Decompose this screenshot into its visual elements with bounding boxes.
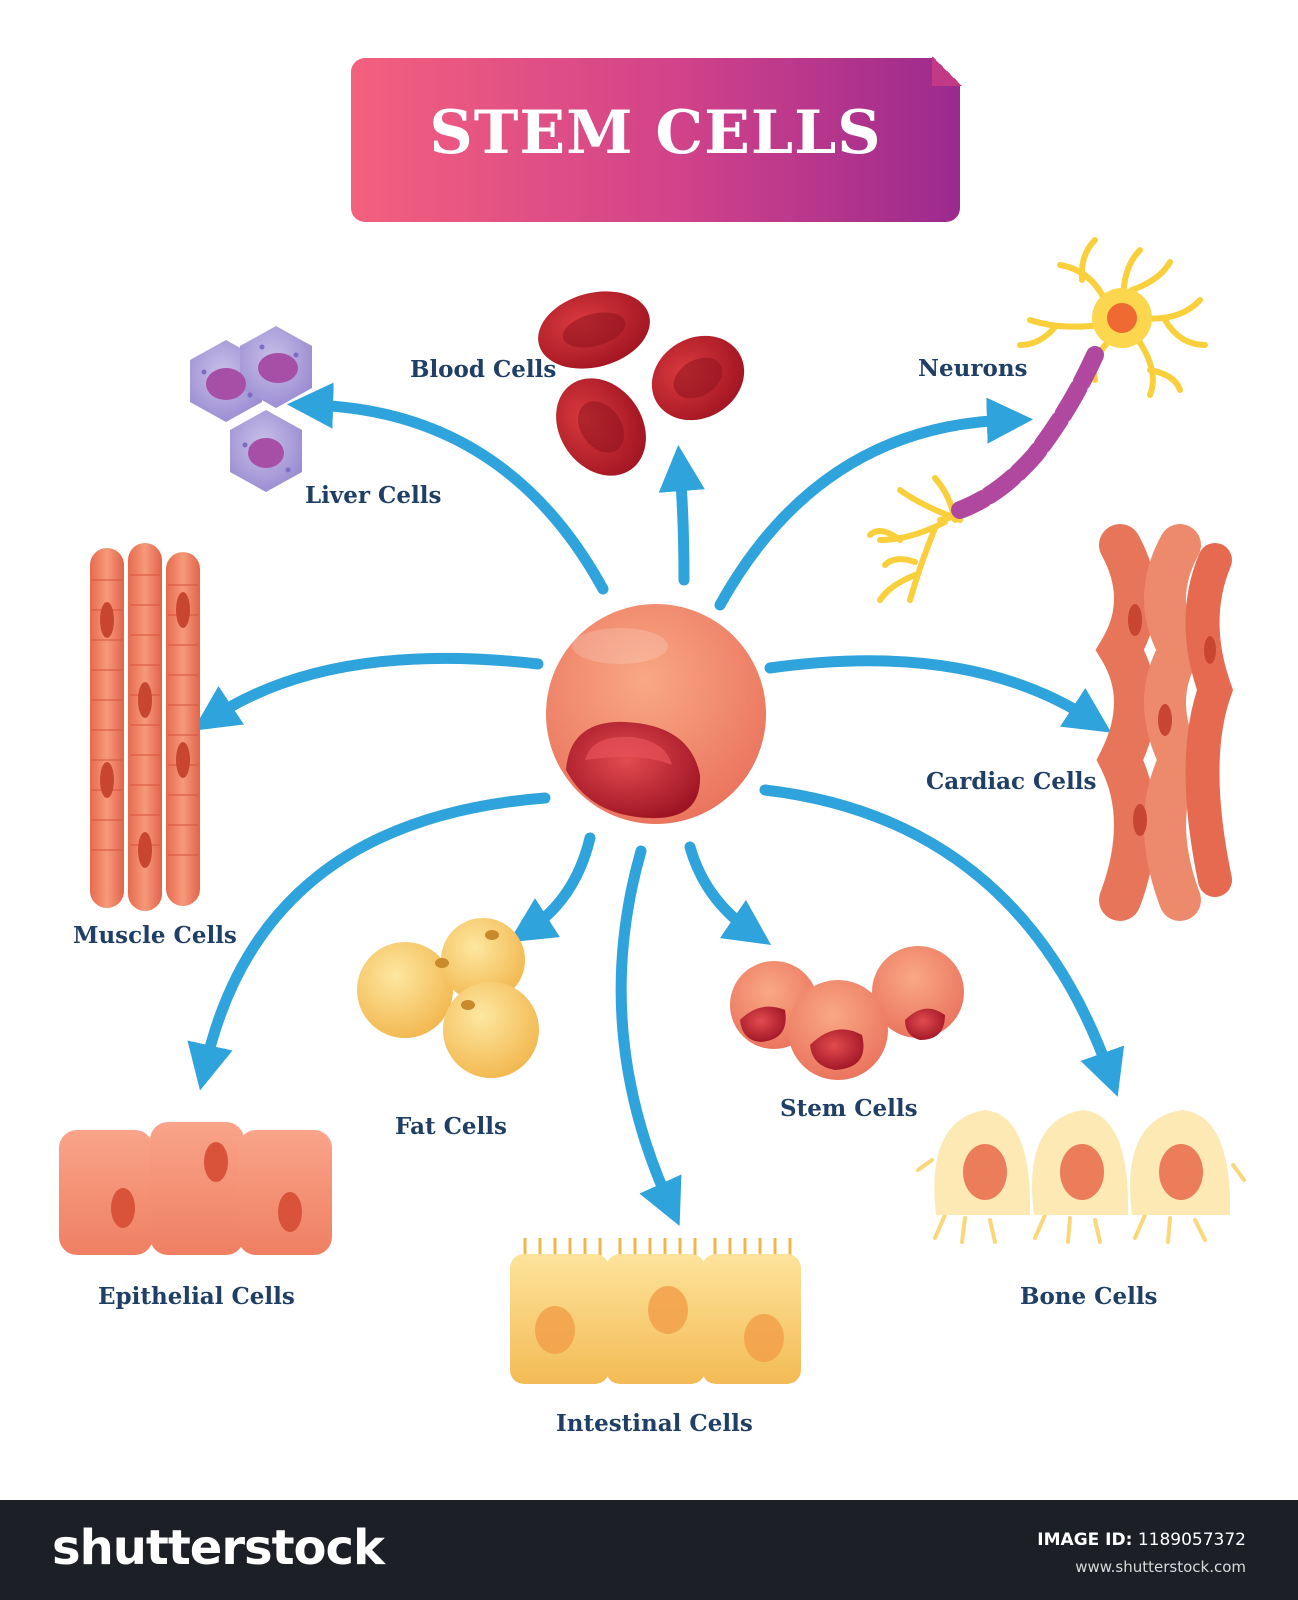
label-neurons: Neurons [918,355,1028,382]
arrow-to-epithelial-cells [187,792,551,1091]
shutterstock-logo: shutterstock [52,1520,385,1576]
hepatocytes-icon [190,326,312,492]
arrow-to-intestinal-cells [615,845,682,1227]
intestinal-cells-icon [510,1238,801,1384]
label-epithelial-cells: Epithelial Cells [98,1283,295,1310]
image-id-label: IMAGE ID: [1037,1530,1133,1550]
image-id-value: 1189057372 [1137,1530,1246,1550]
epithelial-cells-icon [59,1122,332,1255]
label-bone-cells: Bone Cells [1020,1283,1158,1310]
arrow-to-neurons [714,397,1034,611]
banner-corner-fold [932,56,962,86]
label-cardiac-cells: Cardiac Cells [926,768,1097,795]
label-muscle-cells: Muscle Cells [73,922,237,949]
stem-cell-cluster-icon [730,946,964,1080]
differentiation-arrows [187,382,1125,1227]
red-blood-cells-icon [538,291,745,476]
arrow-to-liver-cells [286,382,609,595]
arrow-to-blood-cells [658,444,705,586]
label-blood-cells: Blood Cells [410,356,557,383]
adipocytes-icon [357,918,539,1078]
muscle-fibers-icon [90,543,200,911]
label-intestinal-cells: Intestinal Cells [556,1410,753,1437]
footer-url: www.shutterstock.com [1075,1558,1246,1576]
arrow-to-bone-cells [759,784,1125,1097]
diagram-art [59,237,1246,1384]
arrow-to-fat-cells [508,832,596,943]
arrow-to-cardiac-cells [764,655,1112,733]
footer-bar: shutterstock IMAGE ID: 1189057372 www.sh… [0,1500,1298,1600]
neuron-icon [867,237,1208,603]
label-fat-cells: Fat Cells [395,1113,507,1140]
arrow-to-muscle-cells [192,652,544,731]
label-liver-cells: Liver Cells [305,482,442,509]
page-title: STEM CELLS [429,98,882,168]
cardiac-muscle-icon [1095,524,1234,921]
arrow-to-stem-cells [684,841,772,946]
stem-cell-icon [546,604,766,824]
title-banner: STEM CELLS [351,56,962,222]
image-id: IMAGE ID: 1189057372 [1037,1530,1246,1550]
label-stem-cells: Stem Cells [780,1095,918,1122]
osteocytes-icon [916,1110,1246,1244]
